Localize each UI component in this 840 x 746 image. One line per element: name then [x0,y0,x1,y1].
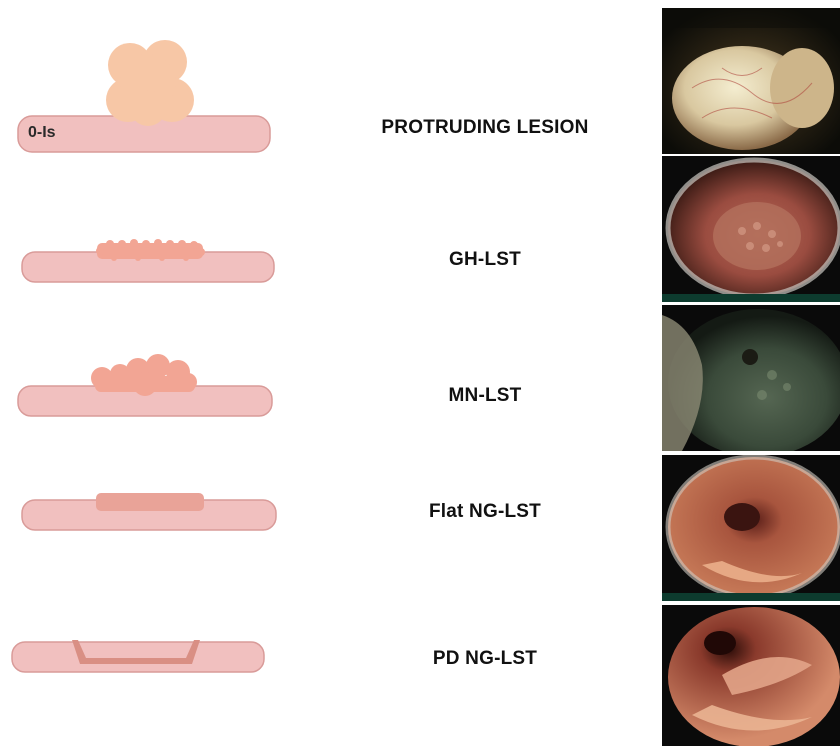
granular-lesion [96,239,205,261]
endoscopy-photo-protruding-lesion [662,8,840,154]
flat-ng-lst-diagram [0,460,300,610]
label-flat-ng-lst: Flat NG-LST [340,501,630,523]
label-protruding-lesion: PROTRUDING LESION [340,117,630,139]
row-gh-lst: GH-LST [0,160,840,310]
lesion-type-badge: 0-Is [28,124,56,142]
endoscopy-photo-flat-ng-lst [662,455,840,601]
label-mn-lst: MN-LST [340,385,630,407]
pd-ng-lst-diagram [0,600,300,746]
label-pd-ng-lst: PD NG-LST [340,648,630,670]
row-flat-ng-lst: Flat NG-LST [0,460,840,610]
row-mn-lst: MN-LST [0,310,840,460]
mn-lst-diagram [0,310,300,460]
endoscopy-photo-gh-lst [662,156,840,302]
mucosa-bar [12,642,264,672]
row-protruding-lesion: 0-Is PROTRUDING LESION [0,0,840,160]
gh-lst-diagram [0,160,300,310]
label-gh-lst: GH-LST [340,249,630,271]
row-pd-ng-lst: PD NG-LST [0,600,840,746]
flat-lesion [96,493,204,511]
endoscopy-photo-pd-ng-lst [662,605,840,746]
mixed-nodular-lesion [91,354,197,396]
endoscopy-photo-mn-lst [662,305,840,451]
protruding-mass [106,40,194,126]
